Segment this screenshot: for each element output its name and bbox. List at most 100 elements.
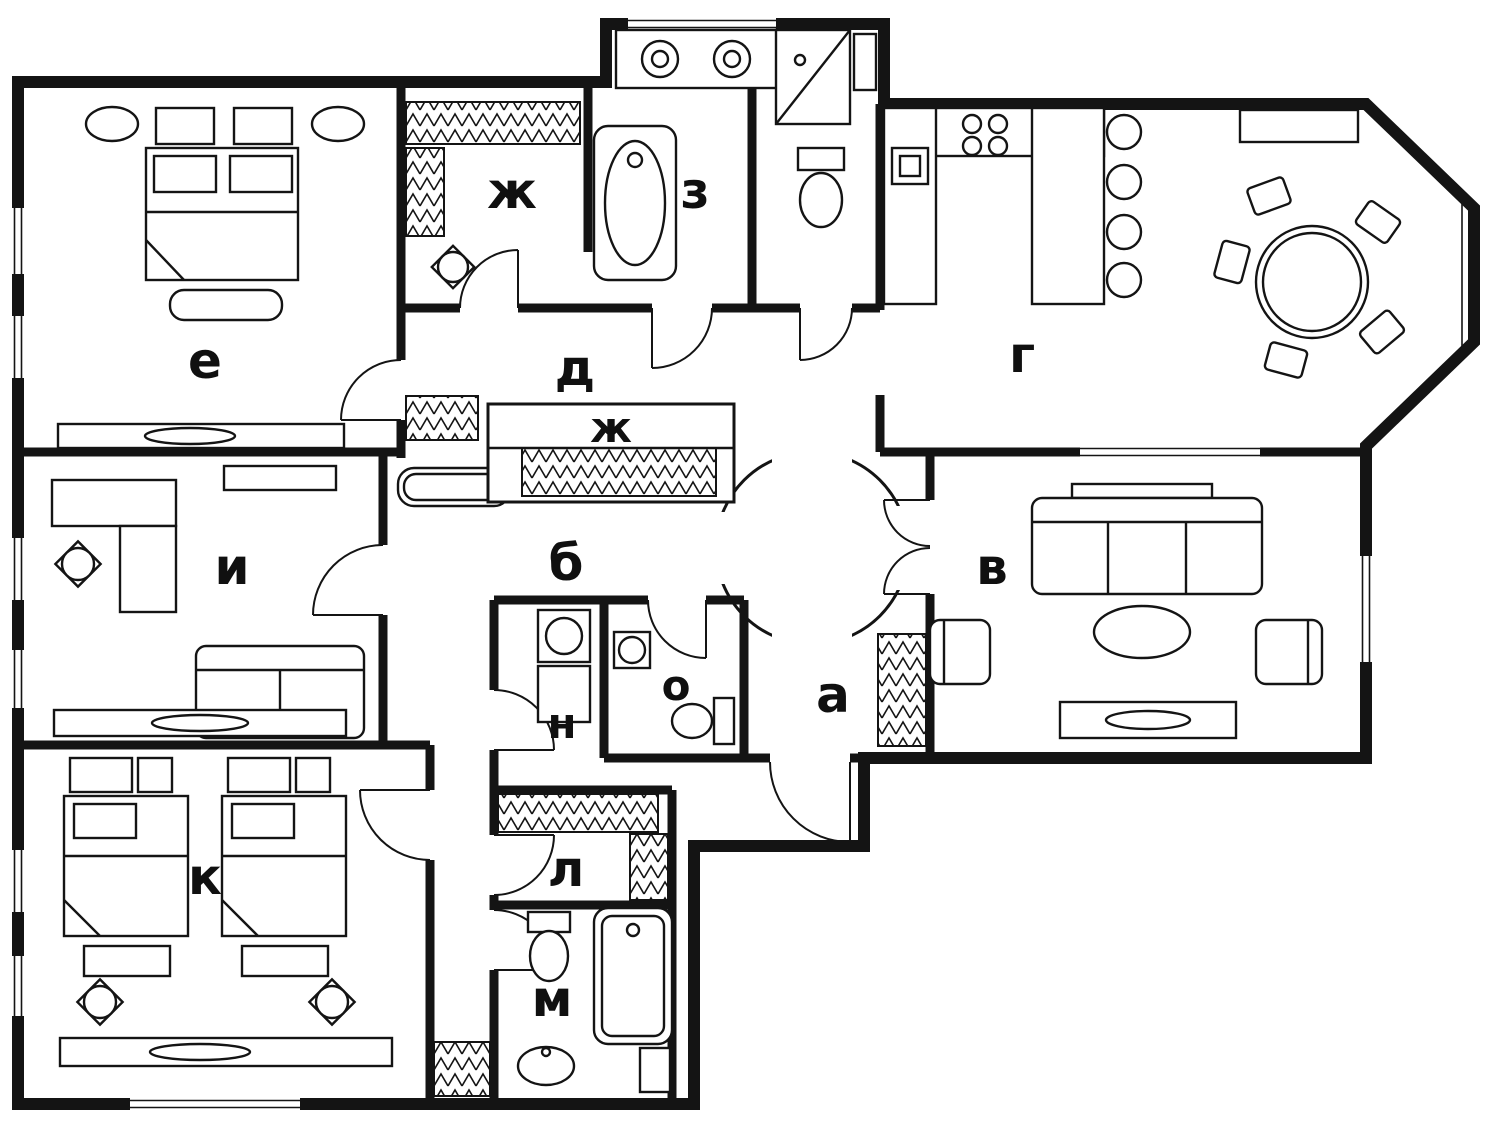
- desk: [118, 524, 178, 614]
- stool-icon: [1105, 213, 1143, 251]
- toilet-icon: [796, 146, 846, 229]
- window-sill-band: [58, 1036, 394, 1068]
- chair-icon: [1263, 341, 1309, 379]
- bedroom-k: [58, 756, 491, 1097]
- window: [10, 538, 26, 600]
- shelving-hatch: [497, 793, 659, 833]
- bench: [82, 944, 172, 978]
- door-room-k: [359, 789, 431, 861]
- nightstand: [226, 756, 292, 794]
- window: [1358, 556, 1374, 662]
- kitchen-counter: [882, 106, 938, 306]
- room-label-zh1: ж: [487, 162, 537, 220]
- door-wc-o: [647, 599, 707, 659]
- windows: [10, 16, 1463, 1112]
- toilet-icon: [670, 696, 736, 746]
- bathtub-icon: [592, 906, 674, 1046]
- coffee-table-icon: [1092, 604, 1192, 660]
- console-table: [1238, 108, 1360, 144]
- entry-door: [769, 761, 851, 843]
- stool-icon: [1105, 113, 1143, 151]
- room-label-i: и: [214, 538, 249, 596]
- door-wardrobe-zh1: [459, 249, 519, 309]
- bar-stools: [1105, 113, 1143, 299]
- bedroom-e-furniture: [56, 105, 366, 450]
- toilet-icon: [526, 910, 572, 983]
- chair-icon: [307, 977, 357, 1027]
- room-label-o: о: [662, 661, 691, 710]
- shelf: [852, 32, 878, 92]
- window: [628, 16, 776, 32]
- door-room-n: [493, 689, 555, 751]
- room-labels: е ж з д г ж и б в о а н к л м: [188, 162, 1035, 1028]
- room-label-b: б: [549, 534, 584, 592]
- wardrobe-zh1: [405, 101, 581, 290]
- kitchen-counter: [1030, 106, 1106, 306]
- chair-icon: [430, 244, 476, 290]
- sofa-icon: [1030, 496, 1264, 596]
- room-label-m: м: [532, 970, 573, 1028]
- wardrobe-band: [56, 422, 346, 450]
- cabinet: [638, 1046, 672, 1094]
- kitchen-dining-g: [882, 106, 1406, 379]
- pass-through-window: [1080, 445, 1260, 459]
- nightstand: [294, 756, 332, 794]
- single-bed-icon: [220, 794, 348, 938]
- room-label-e: е: [188, 332, 222, 390]
- shelving-hatch: [405, 147, 445, 237]
- living-room-v: [928, 482, 1324, 740]
- tv-stand: [1058, 700, 1238, 740]
- door-room-l: [493, 834, 555, 896]
- shelf: [222, 464, 338, 492]
- room-label-k: к: [188, 848, 222, 906]
- circular-hall: [700, 440, 931, 654]
- pillow: [228, 154, 294, 194]
- room-label-g: г: [1009, 326, 1035, 384]
- bathtub-icon: [592, 124, 678, 282]
- stove-icon: [961, 113, 1009, 157]
- dining-table-icon: [1254, 224, 1370, 340]
- shelving-hatch: [629, 833, 669, 901]
- door-room-e: [340, 359, 402, 421]
- stool-icon: [1105, 261, 1143, 299]
- shoe-cabinet-hatch: [405, 395, 479, 441]
- wardrobe-hatch: [877, 633, 927, 747]
- room-label-zh2: ж: [590, 403, 632, 452]
- shelving-hatch: [405, 101, 581, 145]
- pillow: [72, 802, 138, 840]
- vanity-counter: [614, 28, 780, 90]
- pillow: [230, 802, 296, 840]
- sink-icon: [712, 39, 752, 79]
- window: [10, 650, 26, 708]
- door-room-i: [312, 544, 384, 616]
- chair-icon: [75, 977, 125, 1027]
- door-bathroom-z: [651, 307, 713, 369]
- console-table: [1070, 482, 1214, 500]
- armchair-icon: [928, 618, 992, 686]
- bay-window-glazing: [1373, 113, 1463, 437]
- kitchen-sink-icon: [890, 146, 930, 186]
- double-bed-icon: [144, 146, 300, 282]
- sink-icon: [612, 630, 652, 670]
- sink-icon: [516, 1045, 576, 1087]
- washing-machine-icon: [536, 608, 592, 664]
- entry-a: [877, 633, 927, 747]
- single-bed-icon: [62, 794, 190, 938]
- room-label-a: а: [816, 666, 850, 724]
- chair-icon: [53, 539, 103, 589]
- window: [10, 208, 26, 274]
- bathroom-z: [592, 28, 878, 282]
- double-door: [883, 499, 931, 595]
- study-i: [50, 464, 366, 740]
- room-label-z: з: [680, 162, 709, 220]
- chair-icon: [1246, 176, 1292, 216]
- wardrobe-l: [497, 793, 669, 901]
- chair-icon: [1354, 200, 1402, 244]
- door-wc-top: [799, 307, 853, 361]
- room-label-d: д: [555, 339, 595, 397]
- room-label-n: н: [547, 699, 576, 748]
- built-in-wardrobe-zh2: [486, 402, 736, 504]
- utility-n: [536, 608, 592, 724]
- bench: [168, 288, 284, 322]
- window-sill-band: [52, 708, 348, 738]
